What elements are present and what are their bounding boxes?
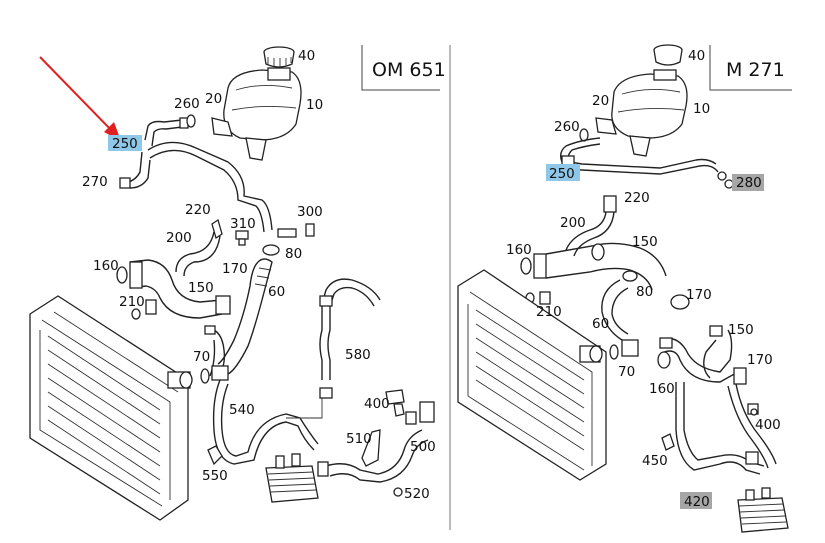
red-arrow <box>39 56 121 141</box>
hose-420-right <box>675 382 761 475</box>
label-400: 400 <box>364 396 390 412</box>
hose-160-left <box>116 259 223 319</box>
label-160-right: 160 <box>506 242 532 258</box>
bolt-310-left <box>235 230 249 246</box>
label-250: 250 <box>112 136 138 152</box>
label-170b-right: 170 <box>747 352 773 368</box>
label-70: 70 <box>193 349 210 365</box>
label-70-right: 70 <box>618 364 635 380</box>
label-10-right: 10 <box>693 101 710 117</box>
label-540: 540 <box>229 402 255 418</box>
label-510: 510 <box>346 431 372 447</box>
label-210: 210 <box>119 294 145 310</box>
label-200: 200 <box>166 230 192 246</box>
hose-540-left <box>212 379 315 465</box>
label-310: 310 <box>230 216 256 232</box>
label-400-right: 400 <box>755 417 781 433</box>
label-40-right: 40 <box>688 48 705 64</box>
highlight-280-right <box>732 174 764 191</box>
engine-label-right: M 271 <box>726 59 785 81</box>
clip-400-left <box>385 389 417 425</box>
label-150-right: 150 <box>632 234 658 250</box>
engine-box-right <box>709 45 792 91</box>
label-10: 10 <box>306 97 323 113</box>
label-80: 80 <box>285 246 302 262</box>
hose-to-80 <box>147 141 273 231</box>
label-500: 500 <box>410 439 436 455</box>
hose-500-left <box>317 401 435 483</box>
label-450-right: 450 <box>642 453 668 469</box>
label-420-right: 420 <box>684 494 710 510</box>
label-300: 300 <box>297 204 323 220</box>
highlight-250-left <box>108 135 142 151</box>
label-60-right: 60 <box>592 316 609 332</box>
label-220-right: 220 <box>624 190 650 206</box>
label-20: 20 <box>205 91 222 107</box>
clamp-170-left <box>215 295 231 315</box>
tank-cap-left <box>263 46 295 68</box>
expansion-tank-right <box>595 69 688 157</box>
hose-80-right <box>601 279 623 341</box>
label-80-right: 80 <box>636 284 653 300</box>
clip-220-right <box>603 195 617 213</box>
hose-580-left <box>319 278 381 399</box>
label-40: 40 <box>298 48 315 64</box>
hose-70-left <box>200 325 229 384</box>
hose-250-upper <box>144 119 183 141</box>
radiator-right <box>457 269 607 481</box>
label-160: 160 <box>93 258 119 274</box>
label-220: 220 <box>185 202 211 218</box>
hose-200-right <box>565 211 607 251</box>
highlight-250-right <box>546 164 580 181</box>
hose-150b-right <box>657 325 747 385</box>
label-160b-right: 160 <box>649 381 675 397</box>
hose-150-right <box>520 242 667 291</box>
left-panel: OM 651 40 20 260 10 250 270 220 310 300 … <box>29 45 446 521</box>
oil-cooler-right <box>737 487 789 533</box>
label-280-right: 280 <box>736 175 762 191</box>
hose-70-right <box>609 339 639 360</box>
clip-520-left <box>393 487 403 497</box>
label-170: 170 <box>222 261 248 277</box>
radiator-left <box>29 295 193 521</box>
right-panel: M 271 40 20 10 260 250 280 220 200 150 1… <box>457 44 792 533</box>
hose-200-left <box>175 231 215 273</box>
label-250-right: 250 <box>549 166 575 182</box>
clip-450-right <box>661 433 675 451</box>
oring-170-right <box>670 294 690 310</box>
sensor-300-left <box>277 223 315 238</box>
label-150b-right: 150 <box>728 322 754 338</box>
expansion-tank-left <box>211 67 302 161</box>
label-210-right: 210 <box>536 304 562 320</box>
label-170-right: 170 <box>686 287 712 303</box>
label-270: 270 <box>82 174 108 190</box>
engine-box-left <box>361 45 440 91</box>
highlight-420-right <box>680 492 712 509</box>
bracket-510-left <box>361 429 381 467</box>
part-210-left <box>131 299 157 320</box>
label-60: 60 <box>268 284 285 300</box>
clamp-260-left <box>186 114 196 128</box>
tank-cap-right <box>653 44 683 66</box>
fitting-280-right <box>724 179 734 189</box>
oring-80-left <box>262 244 280 256</box>
clip-220-left <box>211 218 223 240</box>
label-550: 550 <box>202 468 228 484</box>
label-580: 580 <box>345 347 371 363</box>
engine-label-left: OM 651 <box>372 59 446 81</box>
label-520: 520 <box>404 486 430 502</box>
label-150: 150 <box>188 280 214 296</box>
label-260: 260 <box>174 96 200 112</box>
label-20-right: 20 <box>592 93 609 109</box>
clip-550-left <box>207 445 223 466</box>
oil-cooler-left <box>265 453 319 503</box>
label-200-right: 200 <box>560 215 586 231</box>
clip-400-right <box>747 403 759 416</box>
label-260-right: 260 <box>554 119 580 135</box>
hose-60-left <box>227 258 273 375</box>
